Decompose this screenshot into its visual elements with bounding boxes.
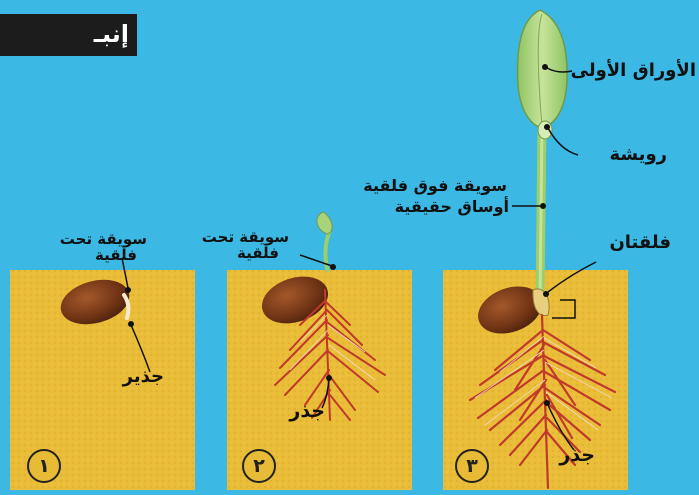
page-title: إنبـ bbox=[94, 20, 129, 48]
label-hypocotyl-2-line2: فلقية bbox=[237, 246, 279, 261]
label-plumule: رويشة bbox=[609, 146, 667, 164]
label-root-3: جذر bbox=[559, 446, 595, 465]
stage-number-3: ٣ bbox=[455, 449, 489, 483]
label-hypocotyl-1-line1: سويقة تحت bbox=[60, 232, 147, 247]
label-root-2: جذر bbox=[289, 402, 325, 421]
sprout-leaf-2 bbox=[317, 212, 332, 234]
stage-number-1: ١ bbox=[27, 449, 61, 483]
title-box: إنبـ bbox=[0, 14, 137, 56]
label-hypocotyl-1-line2: فلقية bbox=[95, 248, 137, 263]
label-hypocotyl-2-line1: سويقة تحت bbox=[202, 230, 289, 245]
label-epicotyl-line1: سويقة فوق فلقية bbox=[363, 178, 507, 194]
label-first-leaves: الأوراق الأولى bbox=[571, 62, 696, 80]
first-leaves bbox=[518, 10, 568, 128]
label-radicle: جذير bbox=[123, 368, 164, 386]
label-epicotyl-line2: أوساق حقيقية bbox=[395, 199, 509, 215]
label-cotyledons: فلقتان bbox=[609, 234, 671, 252]
stage-number-2: ٢ bbox=[242, 449, 276, 483]
